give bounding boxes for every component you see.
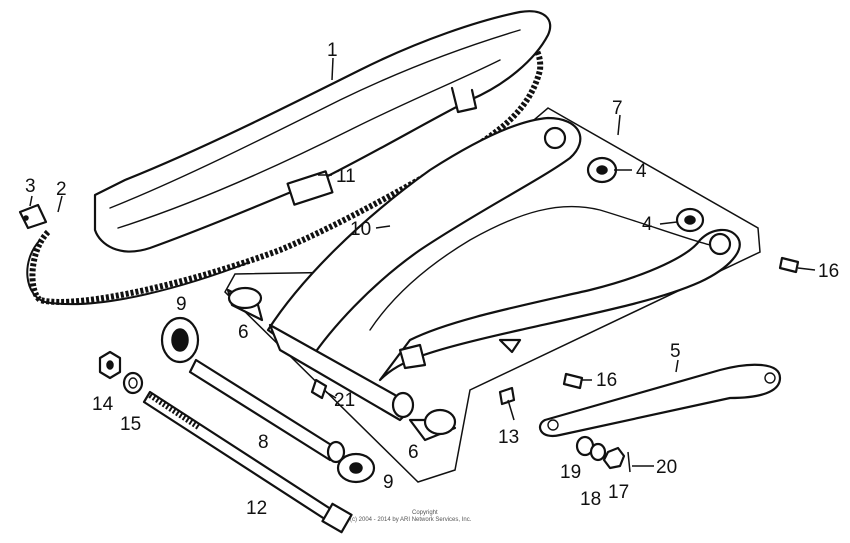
- callout-7: 7: [612, 98, 623, 119]
- leader-5: [675, 359, 679, 373]
- callout-2: 2: [56, 179, 67, 200]
- chain-case-ridge: [109, 29, 521, 209]
- dust-seal-lower-inner: [349, 462, 363, 474]
- chain-case: [93, 10, 552, 253]
- swingarm-right-arm: [378, 228, 741, 382]
- bushing-4-lower-hole: [684, 215, 696, 225]
- pivot-tube-end: [391, 391, 415, 419]
- torque-link-front-hole: [547, 419, 559, 431]
- bolt-13: [498, 386, 516, 406]
- pivot-bolt-thread: [148, 392, 202, 431]
- drive-chain: [29, 35, 544, 305]
- callout-4-lower: 4: [642, 214, 653, 235]
- chain-lower-run: [26, 239, 251, 306]
- callout-19: 19: [560, 462, 581, 483]
- callout-9-lower: 9: [383, 472, 394, 493]
- bushing-lower-end: [423, 408, 457, 436]
- chain-case-lower-lip: [117, 59, 501, 229]
- cotter-pin-20: [627, 451, 631, 473]
- chain-joint-pin: [23, 215, 29, 221]
- callout-6-upper: 6: [238, 322, 249, 343]
- callout-4-upper: 4: [636, 161, 647, 182]
- pivot-bolt-head: [321, 502, 353, 534]
- callout-16-upper: 16: [818, 261, 839, 282]
- callout-13: 13: [498, 427, 519, 448]
- callout-10: 10: [350, 219, 371, 240]
- swingarm-inner-curve: [369, 205, 711, 331]
- swingarm-right-eye: [708, 232, 732, 256]
- callout-5: 5: [670, 341, 681, 362]
- copyright-line-2: (c) 2004 - 2014 by ARI Network Services,…: [350, 517, 472, 523]
- bushing-upper-end: [227, 286, 263, 310]
- leader-4b: [659, 221, 678, 225]
- callout-17: 17: [608, 482, 629, 503]
- chain-case-label-plate: [286, 170, 334, 206]
- bushing-4-upper-hole: [596, 165, 608, 175]
- pivot-collar-end: [326, 440, 346, 464]
- bolt-16-lower: [562, 372, 584, 390]
- copyright-line-1: Copyright: [412, 510, 438, 516]
- callout-11: 11: [336, 166, 356, 187]
- leader-1: [331, 57, 334, 81]
- callout-14: 14: [92, 394, 114, 415]
- swingarm-brace: [398, 343, 427, 370]
- callout-8: 8: [258, 432, 269, 453]
- chain-case-bracket: [450, 86, 478, 114]
- nut-17: [602, 446, 626, 470]
- callout-18: 18: [580, 489, 601, 510]
- bolt-16-upper: [778, 256, 800, 274]
- swingarm-left-eye: [543, 126, 567, 150]
- swingarm-chain-slider-tab: [498, 338, 522, 354]
- leader-7: [617, 114, 621, 136]
- chain-joint: [18, 203, 48, 230]
- swingarm-assembly-outline: [224, 107, 761, 483]
- torque-link: [538, 363, 782, 438]
- swingarm-left-arm: [266, 116, 582, 362]
- washer: [122, 371, 144, 395]
- callout-20: 20: [656, 457, 677, 478]
- callout-12: 12: [246, 498, 267, 519]
- bolt-13-shank: [507, 399, 515, 421]
- callout-9-upper: 9: [176, 294, 187, 315]
- callout-1: 1: [327, 40, 338, 61]
- leader-3: [29, 195, 33, 207]
- nut-hole: [106, 360, 114, 370]
- leader-10: [375, 225, 391, 229]
- callout-16-lower: 16: [596, 370, 617, 391]
- leader-21: [325, 391, 337, 399]
- washer-hole: [128, 377, 138, 389]
- callout-15: 15: [120, 414, 141, 435]
- leader-16a: [797, 267, 816, 271]
- washer-18: [589, 442, 607, 462]
- callout-6-lower: 6: [408, 442, 419, 463]
- dust-seal-upper-inner: [171, 328, 189, 352]
- grease-fitting: [310, 378, 328, 400]
- callout-3: 3: [25, 176, 36, 197]
- callout-21: 21: [334, 390, 355, 411]
- torque-link-rear-hole: [764, 372, 776, 384]
- leader-2: [57, 195, 63, 213]
